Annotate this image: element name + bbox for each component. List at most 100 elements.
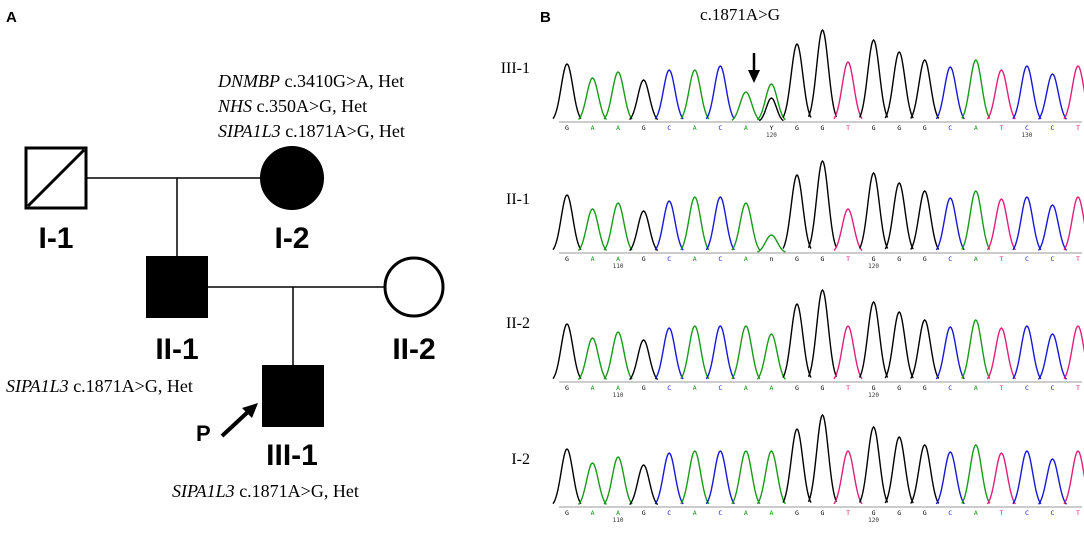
base-call: T [1076, 124, 1080, 132]
base-call: G [795, 509, 799, 517]
base-call: G [795, 384, 799, 392]
pedigree-chart: I-1 I-2 DNMBP c.3410G>A, Het NHS c.350A>… [6, 71, 445, 501]
trace-peak [705, 325, 735, 380]
base-call: G [565, 124, 569, 132]
base-call: A [693, 124, 697, 132]
trace-peak [757, 234, 786, 253]
sequence-position: 110 [613, 263, 624, 270]
sequence-position: 120 [766, 132, 777, 139]
trace-peak [680, 196, 710, 251]
base-call: A [616, 124, 620, 132]
trace-peak [1063, 196, 1084, 251]
base-call: G [923, 124, 927, 132]
trace-peak [858, 171, 889, 249]
base-call: C [667, 384, 671, 392]
variant-gene: NHS [217, 96, 252, 116]
individual-i2-label: I-2 [274, 222, 309, 255]
trace-peak [807, 413, 838, 503]
trace-peak [731, 202, 761, 251]
trace-peak [986, 198, 1016, 251]
base-call: A [693, 255, 697, 263]
trace-peak [705, 450, 735, 505]
trace-peak [858, 425, 889, 503]
trace-peak [961, 190, 991, 250]
base-call: A [693, 509, 697, 517]
base-call: C [948, 384, 952, 392]
trace-peak [884, 51, 914, 119]
trace-peak [1037, 458, 1068, 505]
trace-peak [858, 300, 889, 378]
trace-peak [833, 208, 863, 251]
base-call: G [642, 509, 646, 517]
trace-peak [935, 451, 965, 505]
base-call: T [846, 384, 850, 392]
variant-gene: SIPA1L3 [6, 376, 69, 396]
base-call: C [1025, 124, 1029, 132]
base-call: A [974, 255, 978, 263]
trace-peak [654, 200, 684, 251]
variant-change: c.3410G>A, Het [280, 71, 404, 91]
base-call: T [846, 509, 850, 517]
base-call: A [974, 124, 978, 132]
trace-peak [629, 79, 659, 121]
panel-b-letter: B [540, 9, 551, 26]
base-call: G [821, 255, 825, 263]
trace-peak [577, 77, 608, 120]
individual-ii2-label: II-2 [392, 333, 435, 366]
sequence-position: 120 [868, 517, 879, 524]
sequence-position: 110 [613, 392, 624, 399]
base-call: G [821, 509, 825, 517]
panel-a-letter: A [6, 9, 17, 26]
base-call: T [1076, 255, 1080, 263]
variant-gene: SIPA1L3 [172, 481, 235, 501]
variant-gene: DNMBP [217, 71, 280, 91]
base-call: C [1025, 509, 1029, 517]
base-call: T [999, 255, 1003, 263]
variant-gene: SIPA1L3 [218, 121, 281, 141]
base-call: C [718, 509, 722, 517]
trace-peak [961, 59, 991, 119]
base-call: T [846, 255, 850, 263]
proband-marker: P [196, 421, 211, 446]
trace-peak [986, 69, 1016, 120]
proband-arrow-icon [220, 403, 258, 438]
sequence-position: 120 [868, 392, 879, 399]
trace-peak [1063, 325, 1084, 380]
trace-peak [603, 456, 633, 505]
trace-peak [935, 326, 965, 380]
base-call: C [1050, 124, 1054, 132]
trace-peak [680, 325, 710, 380]
base-call: G [872, 124, 876, 132]
base-call: Y [769, 124, 773, 132]
base-call: A [769, 509, 773, 517]
variant-change: c.1871A>G, Het [281, 121, 405, 141]
trace-peak [552, 63, 582, 120]
trace-label: II-2 [506, 315, 530, 332]
trace-peak [807, 288, 838, 378]
trace-peak [884, 311, 914, 379]
individual-ii1-label: II-1 [155, 333, 198, 366]
base-call: G [897, 124, 901, 132]
trace-peak [1037, 333, 1068, 380]
iii1-variant: SIPA1L3 c.1871A>G, Het [172, 481, 359, 501]
base-call: A [591, 124, 595, 132]
base-call: C [718, 255, 722, 263]
base-call: n [769, 255, 773, 263]
base-call: G [565, 384, 569, 392]
base-call: A [616, 384, 620, 392]
base-call: G [642, 124, 646, 132]
base-call: A [591, 509, 595, 517]
i2-variant-1: DNMBP c.3410G>A, Het [217, 71, 404, 91]
trace-peak [910, 319, 940, 379]
trace-peak [782, 42, 812, 118]
deceased-slash [26, 148, 86, 208]
trace-peak [1012, 196, 1042, 251]
trace-peak [910, 59, 940, 119]
base-call: A [974, 384, 978, 392]
base-call: C [1025, 255, 1029, 263]
trace-peak [705, 65, 735, 120]
base-call: C [948, 509, 952, 517]
